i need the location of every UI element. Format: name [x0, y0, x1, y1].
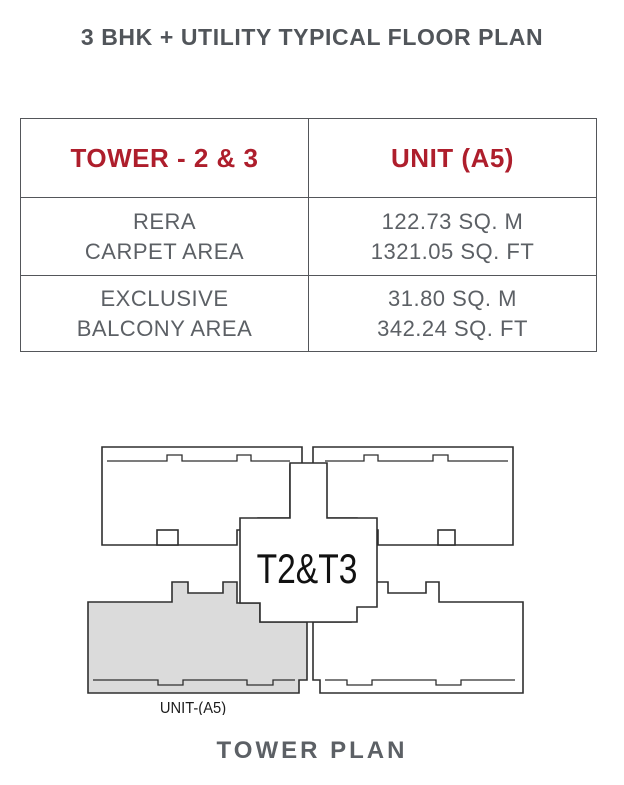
table-header-row: TOWER - 2 & 3 UNIT (A5): [20, 118, 597, 198]
carpet-area-label-line2: CARPET AREA: [84, 238, 245, 264]
shaft-square-right: [437, 529, 456, 546]
tower-plan-diagram: T2&T3 UNIT-(A5): [85, 435, 555, 717]
core-label: T2&T3: [257, 547, 358, 593]
header-tower: TOWER - 2 & 3: [20, 118, 309, 198]
unit-a5-highlight: [87, 581, 308, 694]
area-spec-table: TOWER - 2 & 3 UNIT (A5) RERA CARPET AREA…: [20, 118, 597, 352]
inner-wall-top-right: [325, 454, 508, 462]
balcony-area-label-line2: BALCONY AREA: [76, 315, 253, 341]
balcony-area-value-cell: 31.80 SQ. M 342.24 SQ. FT: [308, 275, 597, 352]
table-row: RERA CARPET AREA 122.73 SQ. M 1321.05 SQ…: [20, 197, 597, 276]
carpet-area-value-cell: 122.73 SQ. M 1321.05 SQ. FT: [308, 197, 597, 276]
header-unit: UNIT (A5): [308, 118, 597, 198]
carpet-area-sqft: 1321.05 SQ. FT: [370, 238, 535, 264]
central-core: [239, 462, 378, 623]
inner-wall-top-left: [107, 454, 290, 462]
carpet-area-sqm: 122.73 SQ. M: [381, 208, 524, 234]
carpet-area-label-cell: RERA CARPET AREA: [20, 197, 309, 276]
balcony-area-sqm: 31.80 SQ. M: [387, 285, 517, 311]
shaft-square-left: [156, 529, 179, 546]
inner-wall-bottom-left: [93, 679, 295, 686]
table-row: EXCLUSIVE BALCONY AREA 31.80 SQ. M 342.2…: [20, 275, 597, 352]
carpet-area-label-line1: RERA: [132, 208, 197, 234]
unit-a5-label: UNIT-(A5): [160, 699, 226, 715]
tower-plan-caption: TOWER PLAN: [216, 737, 408, 764]
balcony-area-label-line1: EXCLUSIVE: [100, 285, 229, 311]
balcony-area-label-cell: EXCLUSIVE BALCONY AREA: [20, 275, 309, 352]
page-title: 3 BHK + UTILITY TYPICAL FLOOR PLAN: [80, 24, 544, 50]
balcony-area-sqft: 342.24 SQ. FT: [377, 315, 528, 341]
tower-plan-svg: T2&T3 UNIT-(A5): [87, 446, 524, 717]
inner-wall-bottom-right: [325, 679, 515, 686]
